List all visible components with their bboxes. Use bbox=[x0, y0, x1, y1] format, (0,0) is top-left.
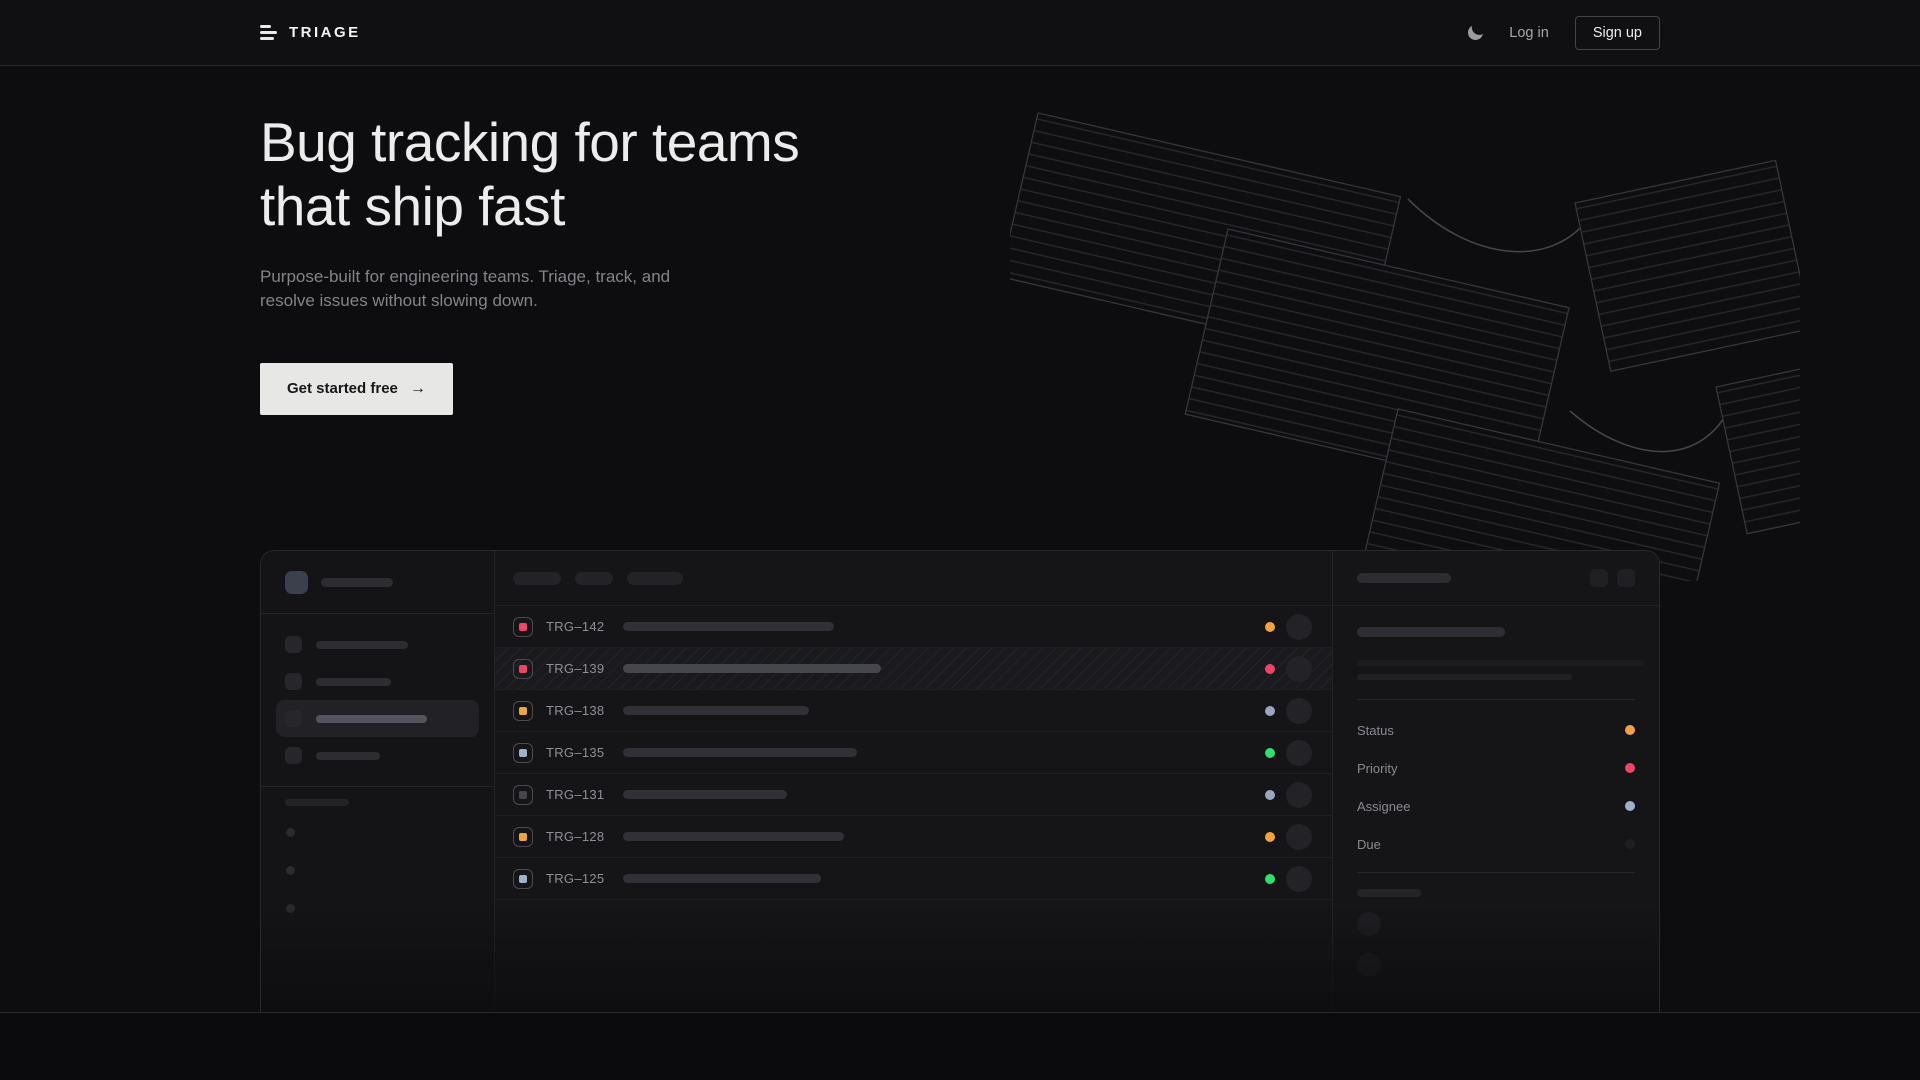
issue-status-dot bbox=[1265, 706, 1275, 716]
issue-id: TRG–139 bbox=[546, 661, 608, 676]
property-row: Due bbox=[1357, 825, 1635, 863]
issue-assignee-avatar bbox=[1286, 698, 1312, 724]
app-preview-mockup: TRG–142 TRG–139 TRG–138 bbox=[260, 550, 1660, 1012]
sidebar-dot-skeleton bbox=[286, 828, 295, 837]
issue-type-icon bbox=[513, 659, 533, 679]
issue-title-skeleton bbox=[623, 706, 809, 715]
issue-assignee-avatar bbox=[1286, 614, 1312, 640]
issue-row: TRG–131 bbox=[495, 774, 1332, 816]
property-row: Status bbox=[1357, 711, 1635, 749]
issue-row: TRG–125 bbox=[495, 858, 1332, 900]
issue-type-icon bbox=[513, 827, 533, 847]
triage-logo-icon bbox=[260, 25, 278, 40]
issue-type-icon bbox=[513, 701, 533, 721]
issue-title-skeleton bbox=[623, 664, 881, 673]
issue-assignee-avatar bbox=[1286, 824, 1312, 850]
issue-title-skeleton bbox=[623, 874, 821, 883]
issue-assignee-avatar bbox=[1286, 740, 1312, 766]
issue-id: TRG–142 bbox=[546, 619, 608, 634]
workspace-avatar bbox=[285, 571, 308, 594]
property-value-dot bbox=[1625, 839, 1635, 849]
issue-row: TRG–128 bbox=[495, 816, 1332, 858]
hero-subtitle: Purpose-built for engineering teams. Tri… bbox=[260, 265, 1660, 314]
issue-title-skeleton bbox=[623, 832, 844, 841]
activity-avatar-skeleton bbox=[1357, 912, 1381, 936]
issue-id: TRG–125 bbox=[546, 871, 608, 886]
issue-id: TRG–135 bbox=[546, 745, 608, 760]
property-value-dot bbox=[1625, 725, 1635, 735]
detail-panel-header-skeleton bbox=[1333, 551, 1659, 606]
sidebar-dot-skeleton bbox=[286, 866, 295, 875]
sidebar-item-skeleton bbox=[276, 737, 479, 774]
get-started-button[interactable]: Get started free → bbox=[260, 363, 453, 415]
moon-icon[interactable] bbox=[1467, 23, 1485, 41]
issue-type-icon bbox=[513, 785, 533, 805]
signup-button[interactable]: Sign up bbox=[1575, 16, 1660, 50]
issue-type-icon bbox=[513, 743, 533, 763]
workspace-switcher-skeleton bbox=[261, 571, 494, 594]
issue-assignee-avatar bbox=[1286, 866, 1312, 892]
property-label: Status bbox=[1357, 723, 1394, 738]
property-row: Priority bbox=[1357, 749, 1635, 787]
footer bbox=[0, 1013, 1920, 1080]
issue-assignee-avatar bbox=[1286, 656, 1312, 682]
sidebar-dot-skeleton bbox=[286, 904, 295, 913]
cta-label: Get started free bbox=[287, 380, 398, 397]
issue-type-icon bbox=[513, 869, 533, 889]
issue-id: TRG–131 bbox=[546, 787, 608, 802]
top-navigation: TRIAGE Log in Sign up bbox=[0, 0, 1920, 66]
issue-status-dot bbox=[1265, 832, 1275, 842]
brand-logo: TRIAGE bbox=[260, 24, 361, 41]
issue-row: TRG–138 bbox=[495, 690, 1332, 732]
property-label: Priority bbox=[1357, 761, 1397, 776]
activity-avatar-skeleton bbox=[1357, 953, 1381, 977]
issue-status-dot bbox=[1265, 790, 1275, 800]
arrow-right-icon: → bbox=[410, 380, 426, 398]
issue-type-icon bbox=[513, 617, 533, 637]
title-line-1: Bug tracking for teams bbox=[260, 111, 799, 173]
issue-status-dot bbox=[1265, 874, 1275, 884]
sidebar-item-skeleton bbox=[276, 626, 479, 663]
property-label: Due bbox=[1357, 837, 1381, 852]
brand-name: TRIAGE bbox=[289, 24, 361, 41]
issue-row: TRG–139 bbox=[495, 648, 1332, 690]
issue-assignee-avatar bbox=[1286, 782, 1312, 808]
hero-section: Bug tracking for teams that ship fast Pu… bbox=[0, 66, 1920, 1013]
property-value-dot bbox=[1625, 801, 1635, 811]
sidebar-item-active-skeleton bbox=[276, 700, 479, 737]
issue-row: TRG–142 bbox=[495, 606, 1332, 648]
issue-title-skeleton bbox=[623, 790, 787, 799]
property-value-dot bbox=[1625, 763, 1635, 773]
issue-status-dot bbox=[1265, 622, 1275, 632]
property-row: Assignee bbox=[1357, 787, 1635, 825]
page-title: Bug tracking for teams that ship fast bbox=[260, 110, 1660, 239]
issue-id: TRG–128 bbox=[546, 829, 608, 844]
sidebar-section-label-skeleton bbox=[285, 799, 349, 806]
issue-list: TRG–142 TRG–139 TRG–138 bbox=[495, 551, 1333, 1012]
login-link[interactable]: Log in bbox=[1509, 25, 1549, 41]
detail-title-skeleton bbox=[1357, 627, 1505, 637]
issue-status-dot bbox=[1265, 664, 1275, 674]
property-label: Assignee bbox=[1357, 799, 1410, 814]
issue-status-dot bbox=[1265, 748, 1275, 758]
issue-id: TRG–138 bbox=[546, 703, 608, 718]
issue-row: TRG–135 bbox=[495, 732, 1332, 774]
issue-list-header-skeleton bbox=[495, 551, 1332, 606]
sidebar-item-skeleton bbox=[276, 663, 479, 700]
issue-detail-panel: Status Priority Assignee Due bbox=[1333, 551, 1659, 1012]
issue-title-skeleton bbox=[623, 748, 857, 757]
activity-label-skeleton bbox=[1357, 889, 1421, 897]
issue-title-skeleton bbox=[623, 622, 834, 631]
preview-sidebar bbox=[261, 551, 495, 1012]
title-line-2: that ship fast bbox=[260, 175, 565, 237]
